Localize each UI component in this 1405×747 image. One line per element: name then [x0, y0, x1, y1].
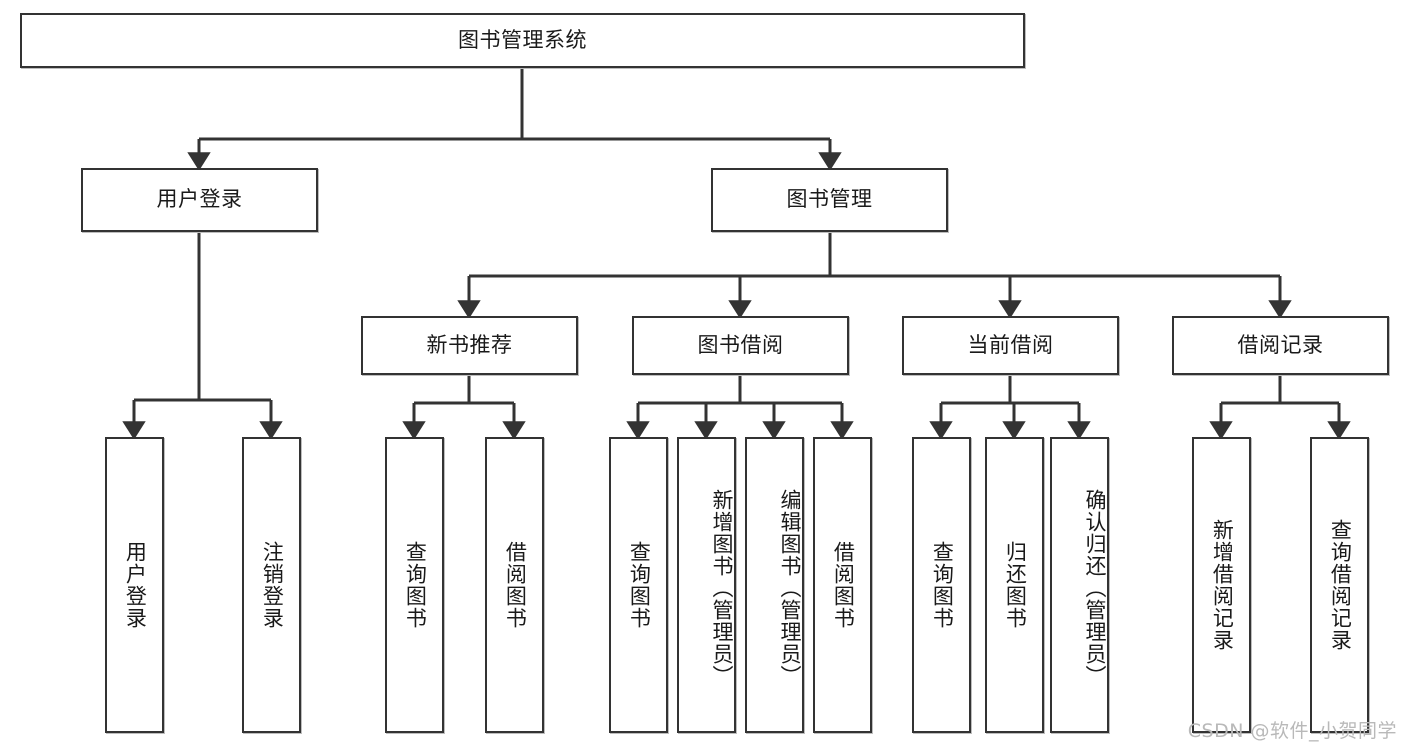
node-leaf-add-borrow-record[interactable]: 新增借阅记录 [1192, 437, 1251, 733]
node-new-book-recommend-label: 新书推荐 [426, 332, 513, 357]
node-book-borrow-label: 图书借阅 [697, 332, 784, 357]
node-leaf-borrow-book[interactable]: 借阅图书 [813, 437, 872, 733]
node-leaf-add-borrow-record-label: 新增借阅记录 [1210, 519, 1235, 651]
node-leaf-user-login-label: 用户登录 [123, 541, 148, 629]
node-root-system[interactable]: 图书管理系统 [20, 13, 1025, 68]
node-user-login[interactable]: 用户登录 [81, 168, 318, 232]
node-leaf-confirm-return-admin-label: 确认归还（管理员） [1083, 489, 1107, 687]
node-borrow-record-label: 借阅记录 [1237, 332, 1324, 357]
node-leaf-borrow-book-label: 借阅图书 [831, 541, 856, 629]
node-leaf-query-book-current[interactable]: 查询图书 [912, 437, 971, 733]
node-user-login-label: 用户登录 [156, 187, 243, 212]
node-leaf-query-book[interactable]: 查询图书 [609, 437, 668, 733]
node-leaf-add-book-admin-label: 新增图书（管理员） [710, 489, 734, 687]
node-leaf-query-borrow-record-label: 查询借阅记录 [1328, 519, 1353, 651]
node-book-management[interactable]: 图书管理 [711, 168, 948, 232]
node-leaf-query-book-recommend-label: 查询图书 [403, 541, 428, 629]
node-current-borrow[interactable]: 当前借阅 [902, 316, 1119, 375]
node-leaf-user-logout[interactable]: 注销登录 [242, 437, 301, 733]
node-book-management-label: 图书管理 [786, 187, 873, 212]
node-leaf-borrow-book-recommend-label: 借阅图书 [503, 541, 528, 629]
node-current-borrow-label: 当前借阅 [967, 332, 1054, 357]
node-leaf-confirm-return-admin[interactable]: 确认归还（管理员） [1050, 437, 1109, 733]
node-book-borrow[interactable]: 图书借阅 [632, 316, 849, 375]
node-new-book-recommend[interactable]: 新书推荐 [361, 316, 578, 375]
node-leaf-edit-book-admin[interactable]: 编辑图书（管理员） [745, 437, 804, 733]
node-borrow-record[interactable]: 借阅记录 [1172, 316, 1389, 375]
node-leaf-user-login[interactable]: 用户登录 [105, 437, 164, 733]
node-leaf-query-borrow-record[interactable]: 查询借阅记录 [1310, 437, 1369, 733]
csdn-watermark: CSDN @软件_小贺同学 [1187, 720, 1397, 742]
node-leaf-query-book-label: 查询图书 [627, 541, 652, 629]
node-leaf-edit-book-admin-label: 编辑图书（管理员） [778, 489, 802, 687]
node-leaf-query-book-current-label: 查询图书 [930, 541, 955, 629]
node-leaf-user-logout-label: 注销登录 [260, 541, 285, 629]
node-leaf-return-book[interactable]: 归还图书 [985, 437, 1044, 733]
node-leaf-borrow-book-recommend[interactable]: 借阅图书 [485, 437, 544, 733]
node-leaf-add-book-admin[interactable]: 新增图书（管理员） [677, 437, 736, 733]
node-leaf-return-book-label: 归还图书 [1003, 541, 1028, 629]
node-root-system-label: 图书管理系统 [458, 27, 587, 52]
node-leaf-query-book-recommend[interactable]: 查询图书 [385, 437, 444, 733]
